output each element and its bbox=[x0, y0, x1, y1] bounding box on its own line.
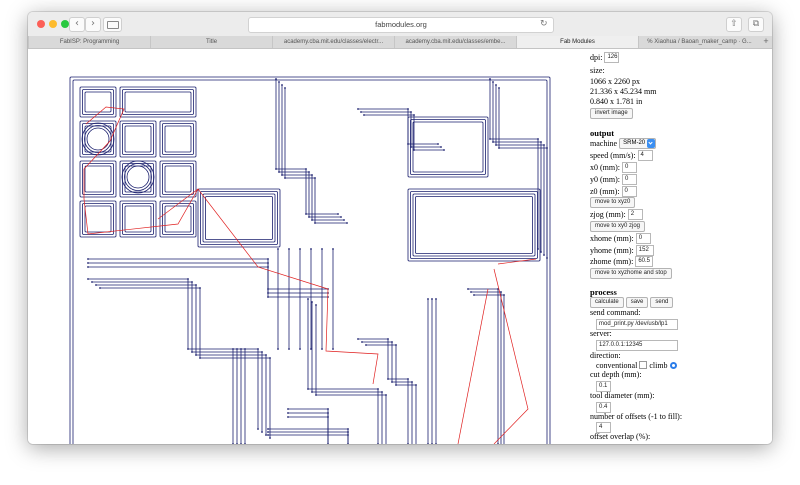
move-xy0-zjog-button[interactable]: move to xy0 zjog bbox=[590, 221, 646, 232]
zhome-input[interactable]: 60.5 bbox=[635, 256, 654, 267]
reload-icon[interactable]: ↻ bbox=[540, 19, 548, 29]
process-header: process bbox=[590, 287, 617, 297]
address-bar[interactable]: fabmodules.org bbox=[248, 17, 554, 33]
tool-diameter-label: tool diameter (mm): bbox=[590, 391, 655, 400]
back-button[interactable]: ‹ bbox=[69, 17, 85, 32]
size-label: size: bbox=[590, 66, 605, 75]
toolpath-vertices bbox=[87, 78, 548, 444]
show-tabs-button[interactable]: ⧉ bbox=[748, 17, 764, 32]
dpi-input[interactable]: 1261 bbox=[604, 52, 620, 63]
move-xyzhome-button[interactable]: move to xyzhome and stop bbox=[590, 268, 672, 279]
yhome-input[interactable]: 152 bbox=[635, 245, 654, 256]
direction-label: direction: bbox=[590, 351, 621, 360]
climb-label: climb bbox=[649, 360, 668, 370]
x0-label: x0 (mm): bbox=[590, 163, 620, 172]
machine-value: SRM-20 bbox=[623, 140, 646, 146]
server-label: server: bbox=[590, 329, 612, 338]
save-button[interactable]: save bbox=[625, 297, 649, 308]
yhome-label: yhome (mm): bbox=[590, 246, 634, 255]
machine-select[interactable]: SRM-20 bbox=[619, 138, 657, 149]
select-arrow-icon bbox=[647, 139, 656, 148]
tab-fabisp-programming[interactable]: FabISP: Programming bbox=[28, 36, 150, 48]
y0-label: y0 (mm): bbox=[590, 175, 620, 184]
zoom-window-button[interactable] bbox=[61, 20, 69, 28]
calculate-button[interactable]: calculate bbox=[590, 297, 624, 308]
xhome-input[interactable]: 0 bbox=[635, 233, 651, 244]
dpi-label: dpi: bbox=[590, 53, 603, 62]
tab-fab-modules[interactable]: Fab Modules bbox=[516, 36, 638, 48]
tab-academy-electronics[interactable]: academy.cba.mit.edu/classes/electr... bbox=[272, 36, 394, 48]
machine-label: machine bbox=[590, 139, 618, 148]
rapid-move-lines bbox=[83, 106, 537, 444]
title-bar: ‹ › fabmodules.org ↻ ⇧ ⧉ bbox=[28, 12, 772, 37]
toolpath-canvas bbox=[69, 76, 551, 444]
size-in-text: 0.840 x 1.781 in bbox=[590, 97, 643, 106]
climb-radio[interactable] bbox=[669, 361, 677, 369]
sidebar-toggle-button[interactable] bbox=[103, 17, 122, 32]
minimize-window-button[interactable] bbox=[49, 20, 57, 28]
send-command-label: send command: bbox=[590, 308, 641, 317]
x0-input[interactable]: 0 bbox=[622, 162, 637, 173]
cut-depth-label: cut depth (mm): bbox=[590, 370, 642, 379]
offsets-input[interactable]: 4 bbox=[596, 422, 611, 433]
size-px-text: 1066 x 2260 px bbox=[590, 77, 640, 86]
speed-label: speed (mm/s): bbox=[590, 151, 636, 160]
page-content: dpi: 1261 size: 1066 x 2260 px 21.336 x … bbox=[28, 49, 772, 444]
forward-button[interactable]: › bbox=[85, 17, 101, 32]
zjog-input[interactable]: 2 bbox=[627, 209, 643, 220]
cut-depth-input[interactable]: 0.1 bbox=[596, 381, 611, 392]
sidebar-icon bbox=[107, 21, 119, 29]
share-button[interactable]: ⇧ bbox=[726, 17, 742, 32]
overlap-label: offset overlap (%): bbox=[590, 432, 651, 441]
move-xyz0-button[interactable]: move to xyz0 bbox=[590, 197, 636, 208]
invert-image-button[interactable]: invert image bbox=[590, 108, 633, 119]
z0-label: z0 (mm): bbox=[590, 187, 620, 196]
toolpath-lines bbox=[69, 76, 551, 444]
tool-diameter-input[interactable]: 0.4 bbox=[596, 402, 611, 413]
tab-baoan-maker-camp[interactable]: % Xiaohua / Baoan_maker_camp · G... bbox=[638, 36, 760, 48]
y0-input[interactable]: 0 bbox=[622, 174, 637, 185]
browser-window: ‹ › fabmodules.org ↻ ⇧ ⧉ FabISP: Program… bbox=[28, 12, 772, 444]
offsets-label: number of offsets (-1 to fill): bbox=[590, 412, 683, 421]
tab-bar: FabISP: Programming Title academy.cba.mi… bbox=[28, 36, 772, 49]
z0-input[interactable]: 0 bbox=[621, 186, 637, 197]
speed-input[interactable]: 4 bbox=[637, 150, 653, 161]
conventional-checkbox[interactable] bbox=[639, 361, 648, 370]
url-text: fabmodules.org bbox=[375, 20, 427, 29]
send-button[interactable]: send bbox=[650, 297, 674, 308]
xhome-label: xhome (mm): bbox=[590, 234, 634, 243]
zjog-label: zjog (mm): bbox=[590, 210, 626, 219]
new-tab-button[interactable]: + bbox=[763, 36, 769, 46]
output-header: output bbox=[590, 128, 615, 138]
conventional-label: conventional bbox=[596, 360, 638, 370]
tab-title[interactable]: Title bbox=[150, 36, 272, 48]
close-window-button[interactable] bbox=[37, 20, 45, 28]
tab-academy-embedded[interactable]: academy.cba.mit.edu/classes/embe... bbox=[394, 36, 516, 48]
server-input[interactable]: 127.0.0.1:12345 bbox=[596, 340, 678, 351]
zhome-label: zhome (mm): bbox=[590, 257, 634, 266]
settings-panel: dpi: 1261 size: 1066 x 2260 px 21.336 x … bbox=[590, 49, 770, 444]
send-command-input[interactable]: mod_print.py /dev/usb/lp1 bbox=[596, 319, 678, 330]
size-mm-text: 21.336 x 45.234 mm bbox=[590, 87, 657, 96]
